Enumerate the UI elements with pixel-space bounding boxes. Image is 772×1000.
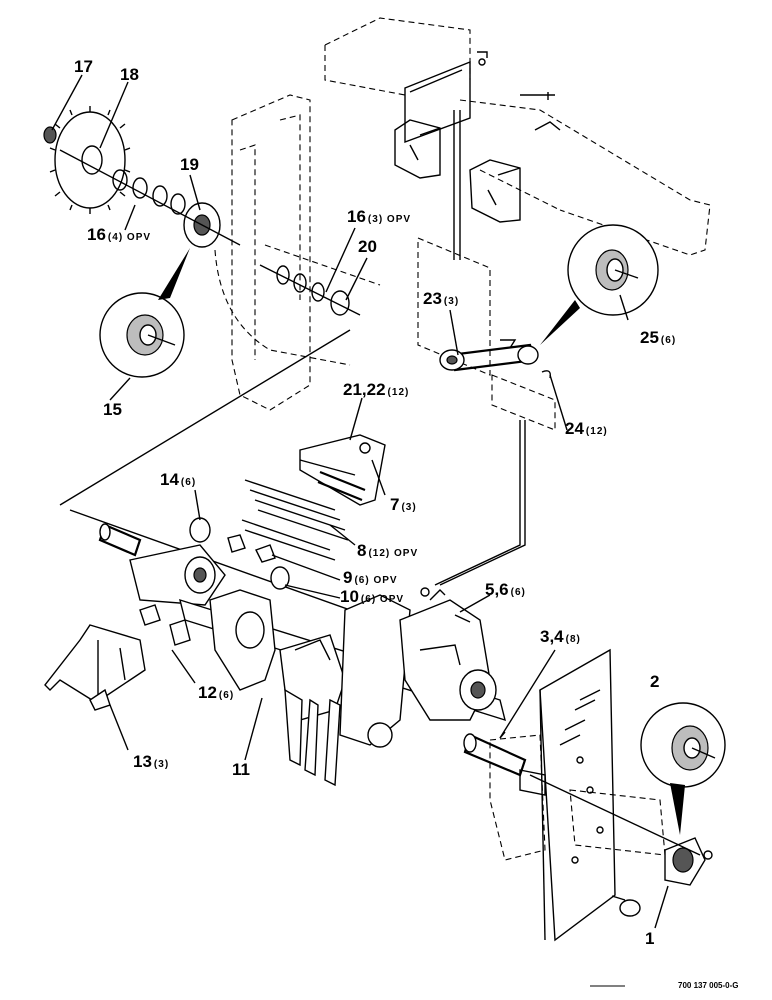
tine-stack (189, 434, 386, 590)
callout-9: 9(6) OPV (343, 568, 398, 587)
callout-23: 23(3) (423, 289, 459, 308)
side-plate (489, 648, 713, 942)
callout-11: 11 (232, 760, 250, 779)
nut (43, 126, 57, 144)
callout-25: 25(6) (640, 328, 676, 347)
callout-5-6: 5,6(6) (485, 580, 526, 599)
detail-circle-2 (640, 702, 726, 835)
callout-3-4: 3,4(8) (540, 627, 581, 646)
callout-20: 20 (358, 237, 377, 256)
detail-circle-25 (540, 224, 659, 345)
callout-16b: 16(3) OPV (347, 207, 411, 226)
callout-12: 12(6) (198, 683, 234, 702)
leader-lines (51, 74, 669, 929)
callout-16a: 16(4) OPV (87, 225, 151, 244)
drawing-reference: 700 137 005-0-G (678, 981, 739, 990)
callout-18: 18 (120, 65, 139, 84)
bushing-12 (139, 604, 191, 646)
bushing (330, 290, 350, 316)
callout-19: 19 (180, 155, 199, 174)
callout-8: 8(12) OPV (357, 541, 418, 560)
frame-tube (324, 17, 711, 260)
callout-17: 17 (74, 57, 93, 76)
sprocket-assembly (43, 106, 361, 316)
detail-circle-15 (99, 248, 190, 401)
callout-1: 1 (645, 929, 654, 948)
tine-bar-assembly (44, 329, 527, 787)
callout-2: 2 (650, 672, 659, 691)
callout-15: 15 (103, 400, 122, 419)
callout-labels: 17 18 19 16(4) OPV 16(3) OPV 20 15 23(3)… (74, 57, 676, 948)
callout-13: 13(3) (133, 752, 169, 771)
callout-24: 24(12) (565, 419, 608, 438)
callout-14: 14(6) (160, 470, 196, 489)
callout-7: 7(3) (390, 495, 417, 514)
callout-10: 10(6) OPV (340, 587, 404, 606)
bolt-5-6 (420, 587, 471, 623)
callout-21-22: 21,22(12) (343, 380, 409, 399)
shield (214, 94, 381, 411)
